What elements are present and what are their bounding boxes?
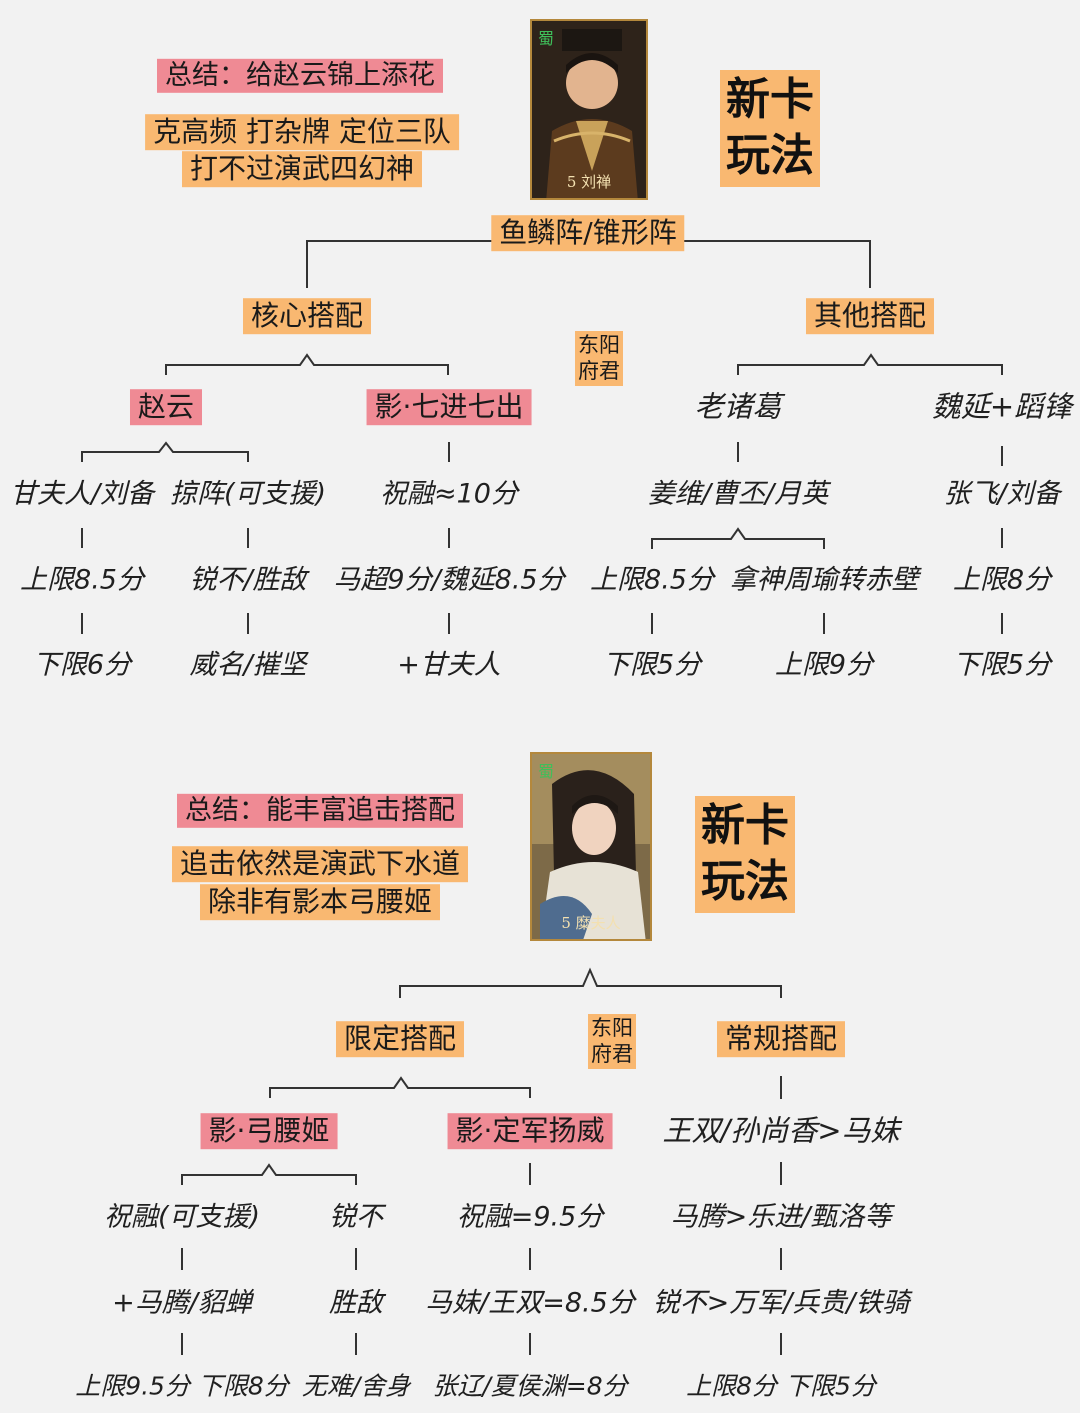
core-brace: [165, 353, 449, 375]
shengdi: 胜敌: [329, 1287, 383, 1319]
note-1b: 打不过演武四幻神: [181, 151, 423, 187]
c6-lower: 下限5分: [952, 649, 1052, 681]
side-note-2: 东阳 府君: [588, 1014, 636, 1069]
gongyao-brace: [181, 1163, 357, 1185]
liushan-portrait: [532, 21, 646, 198]
formation-label: 鱼鳞阵/锥形阵: [491, 215, 685, 251]
zhangfei-liubei: 张飞/刘备: [943, 478, 1061, 510]
limited-label: 限定搭配: [335, 1021, 465, 1057]
other-brace: [737, 353, 1003, 375]
core-label: 核心搭配: [242, 298, 372, 334]
summary-2: 总结：能丰富追击搭配: [177, 793, 463, 829]
c3-ganfu: +甘夫人: [397, 649, 501, 681]
new-play-2-line1: 新卡: [701, 800, 789, 851]
other-label: 其他搭配: [805, 298, 935, 334]
zhurong-10: 祝融≈10分: [380, 478, 518, 510]
card-caption-2: 5 糜夫人: [561, 914, 621, 932]
new-play-2-line2: 玩法: [701, 856, 789, 908]
dingjun-label: 影·定军扬威: [447, 1113, 613, 1149]
gongyao-label: 影·弓腰姬: [200, 1113, 338, 1149]
hero-card-liushan: 蜀 5 刘禅: [530, 19, 648, 200]
ruibu: 锐不: [329, 1201, 383, 1233]
c6-upper: 上限8分: [952, 564, 1052, 596]
ruibu-chain: 锐不>万军/兵贵/铁骑: [652, 1287, 910, 1319]
jiangwei-brace: [651, 527, 825, 549]
card-caption-1: 5 刘禅: [566, 173, 612, 191]
wunan-sheshen: 无难/舍身: [301, 1371, 411, 1401]
zhangliao-xiahouyuan: 张辽/夏侯渊=8分: [432, 1371, 628, 1401]
note-1a: 克高频 打杂牌 定位三队: [145, 114, 459, 150]
zr-score: 祝融=9.5分: [456, 1201, 604, 1233]
c1-upper: 上限8.5分: [20, 564, 144, 596]
limited-brace: [269, 1076, 531, 1098]
side-note-2-line1: 东阳: [591, 1016, 633, 1040]
faction-mark-2: 蜀: [538, 762, 555, 781]
jiangwei-caopi-yueying: 姜维/曹丕/月英: [647, 478, 829, 510]
zhaoyun-brace: [81, 441, 249, 462]
mifuren-portrait: [532, 754, 650, 939]
c4-lower: 下限5分: [602, 649, 702, 681]
c5-zhouyu: 拿神周瑜转赤壁: [729, 564, 919, 596]
formation-branch: [306, 240, 871, 288]
faction-mark: 蜀: [538, 29, 555, 48]
new-play-1-line1: 新卡: [726, 74, 814, 125]
side-note-1-line2: 府君: [578, 359, 620, 384]
ganfu-liubei: 甘夫人/刘备: [9, 478, 155, 510]
side-note-2-line2: 府君: [591, 1042, 633, 1067]
g1-range: 上限9.5分 下限8分: [75, 1371, 289, 1401]
regular-label: 常规搭配: [716, 1021, 846, 1057]
wangshuang-label: 王双/孙尚香>马妹: [662, 1113, 900, 1148]
hero-card-mifuren: 蜀 5 糜夫人: [530, 752, 652, 941]
c2-ruibu-shengdi: 锐不/胜敌: [189, 564, 307, 596]
zr-support: 祝融(可支援): [103, 1201, 261, 1233]
zhaoyun-label: 赵云: [129, 389, 203, 425]
summary-1: 总结：给赵云锦上添花: [157, 58, 443, 94]
weiyan-label: 魏延+蹈锋: [931, 389, 1073, 424]
laozhuge-label: 老诸葛: [694, 389, 782, 424]
note-2a: 追击依然是演武下水道: [171, 846, 469, 882]
new-play-1-line2: 玩法: [726, 130, 814, 182]
c5-upper: 上限9分: [774, 649, 874, 681]
mateng-chain: 马腾>乐进/甄洛等: [670, 1201, 892, 1233]
mt-diaochan: +马腾/貂蝉: [112, 1287, 252, 1319]
section2-brace: [399, 967, 782, 998]
side-note-1-line1: 东阳: [578, 333, 620, 357]
new-play-1: 新卡 玩法: [720, 70, 820, 187]
c2-weiming-cuijian: 威名/摧坚: [189, 649, 307, 681]
note-2b: 除非有影本弓腰姬: [199, 884, 441, 920]
lvezhen: 掠阵(可支援): [169, 478, 327, 510]
side-note-1: 东阳 府君: [575, 331, 623, 386]
mamei-wangshuang: 马妹/王双=8.5分: [425, 1287, 635, 1319]
c4-upper: 上限8.5分: [590, 564, 714, 596]
new-play-2: 新卡 玩法: [695, 796, 795, 913]
r-range: 上限8分 下限5分: [686, 1371, 876, 1401]
ying-qijin-label: 影·七进七出: [366, 389, 532, 425]
c3-machao-weiyan: 马超9分/魏延8.5分: [333, 564, 565, 596]
c1-lower: 下限6分: [32, 649, 132, 681]
